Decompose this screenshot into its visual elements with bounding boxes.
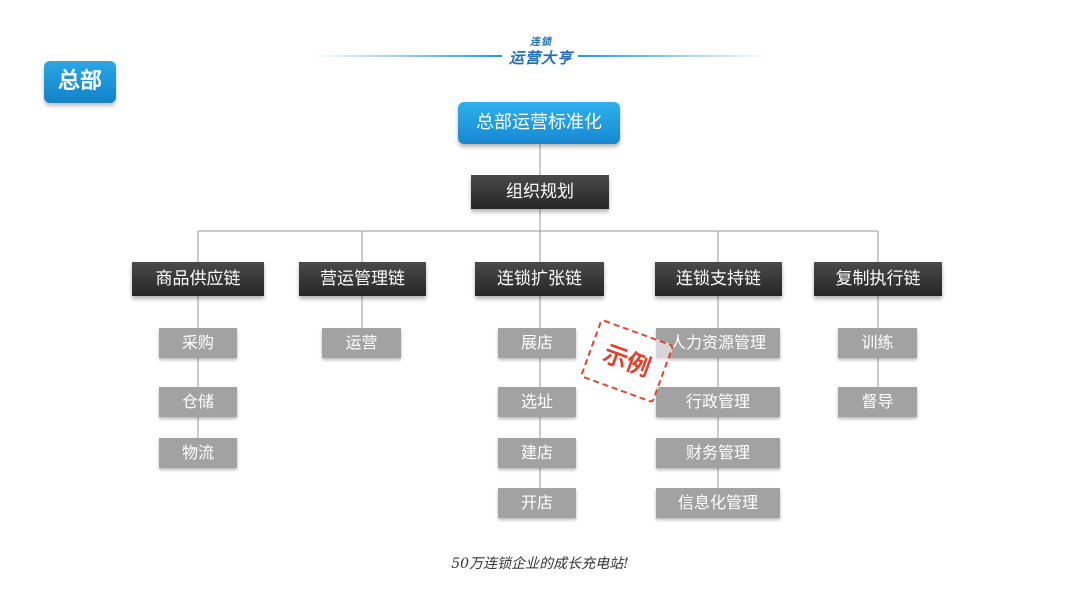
item-node: 信息化管理: [656, 488, 780, 518]
brand-logo-line2: 运营大亨: [508, 49, 573, 67]
section-tag: 总部: [44, 61, 116, 103]
org-planning-node: 组织规划: [471, 175, 609, 209]
root-node: 总部运营标准化: [458, 102, 620, 144]
brand-logo: 连锁 运营大亨: [504, 37, 578, 69]
item-node: 财务管理: [656, 438, 780, 468]
item-node: 仓储: [159, 387, 237, 417]
item-node: 训练: [838, 328, 917, 358]
chain-node-operations: 营运管理链: [299, 262, 426, 296]
footer-slogan: 50万连锁企业的成长充电站!: [451, 556, 629, 572]
item-node: 展店: [498, 328, 576, 358]
chain-node-supply: 商品供应链: [132, 262, 264, 296]
item-node: 行政管理: [656, 387, 780, 417]
chain-node-expansion: 连锁扩张链: [475, 262, 604, 296]
banner-line-right: [578, 55, 768, 57]
banner-line-left: [312, 55, 502, 57]
chain-node-support: 连锁支持链: [655, 262, 782, 296]
chain-node-replication: 复制执行链: [814, 262, 942, 296]
item-node: 选址: [498, 387, 576, 417]
item-node: 开店: [498, 488, 576, 518]
item-node: 运营: [322, 328, 401, 358]
item-node: 督导: [838, 387, 917, 417]
brand-logo-line1: 连锁: [530, 37, 552, 48]
item-node: 建店: [498, 438, 576, 468]
item-node: 采购: [159, 328, 237, 358]
item-node: 物流: [159, 438, 237, 468]
item-node: 人力资源管理: [656, 328, 780, 358]
